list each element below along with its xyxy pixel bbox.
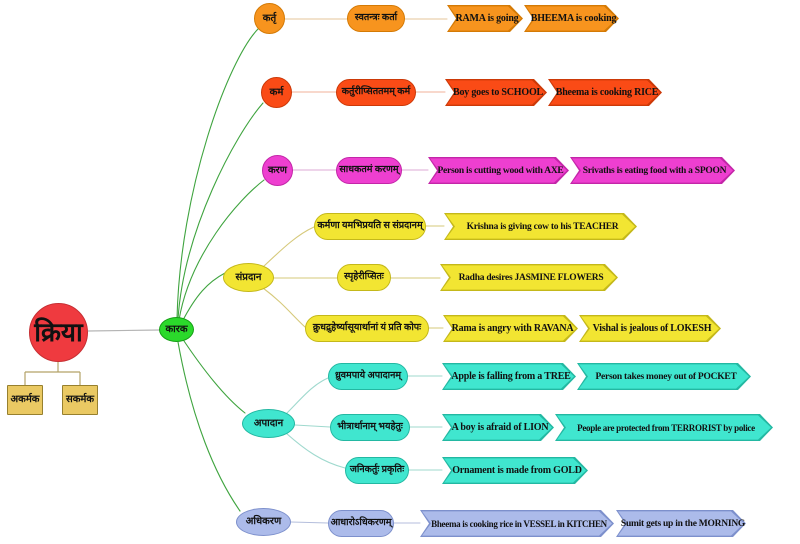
arrow-fill-shape — [526, 6, 617, 30]
branch-node-apadana[interactable]: अपादान — [242, 409, 295, 438]
sutra-label: स्पृहेरीप्सितः — [344, 271, 384, 282]
branch-node-sampradana[interactable]: संप्रदान — [223, 263, 274, 292]
example-label: Person takes money out of POCKET — [595, 371, 737, 382]
example-node[interactable]: Ornament is made from GOLD — [442, 457, 588, 484]
arrow-fill-shape — [618, 511, 744, 535]
sutra-node[interactable]: साधकतमं करणम् — [336, 157, 402, 184]
sutra-label: जनिकर्तुः प्रकृतिः — [349, 464, 405, 475]
example-node[interactable]: Krishna is giving cow to his TEACHER — [444, 213, 637, 240]
verb-type-label: सकर्मक — [65, 394, 95, 405]
example-label: Bheema is cooking RICE — [555, 87, 659, 98]
arrow-fill-shape — [444, 415, 552, 439]
hub-label: कारक — [165, 323, 188, 335]
example-label: Rama is angry with RAVANA — [451, 323, 574, 334]
example-label: BHEEMA is cooking — [530, 13, 617, 24]
example-label: Vishal is jealous of LOKESH — [592, 323, 712, 334]
example-node[interactable]: Bheema is cooking rice in VESSEL in KITC… — [420, 510, 614, 537]
example-node[interactable]: Sumit gets up in the MORNING — [616, 510, 746, 537]
arrow-fill-shape — [444, 364, 574, 388]
branch-label: संप्रदान — [235, 271, 262, 283]
example-node[interactable]: Person takes money out of POCKET — [577, 363, 751, 390]
branch-label: अपादान — [253, 417, 284, 429]
sutra-node[interactable]: जनिकर्तुः प्रकृतिः — [345, 457, 409, 484]
example-node[interactable]: Vishal is jealous of LOKESH — [579, 315, 721, 342]
verb-type-node-akarmaka[interactable]: अकर्मक — [7, 385, 43, 415]
arrow-fill-shape — [447, 80, 545, 104]
sutra-label: ध्रुवमपाये अपादानम् — [334, 370, 402, 381]
sutra-node[interactable]: कर्मणा यमभिप्रयति स संप्रदानम् — [314, 213, 426, 240]
arrow-fill-shape — [581, 316, 719, 340]
example-label: Ornament is made from GOLD — [452, 465, 582, 476]
branch-label: करण — [268, 164, 287, 176]
example-node[interactable]: Person is cutting wood with AXE — [428, 157, 569, 184]
example-label: Bheema is cooking rice in VESSEL in KITC… — [431, 518, 607, 529]
example-label: Radha desires JASMINE FLOWERS — [458, 272, 604, 283]
arrow-fill-shape — [449, 6, 521, 30]
sutra-label: क्रुधद्रुहेर्ष्यासूयार्थानां यं प्रति को… — [312, 322, 422, 333]
sutra-label: साधकतमं करणम् — [339, 164, 399, 175]
sutra-node[interactable]: आधारोऽधिकरणम् — [328, 510, 394, 537]
example-node[interactable]: Bheema is cooking RICE — [548, 79, 662, 106]
sutra-label: आधारोऽधिकरणम् — [330, 517, 392, 528]
example-label: Sumit gets up in the MORNING — [620, 518, 746, 529]
example-label: Srivaths is eating food with a SPOON — [582, 165, 727, 176]
arrow-fill-shape — [572, 158, 733, 182]
branch-node-karana[interactable]: करण — [262, 155, 293, 186]
example-label: RAMA is going — [455, 13, 519, 24]
sutra-label: कर्मणा यमभिप्रयति स संप्रदानम् — [317, 220, 423, 231]
example-node[interactable]: A boy is afraid of LION — [442, 414, 554, 441]
branch-node-karma[interactable]: कर्म — [261, 77, 292, 108]
sutra-node[interactable]: स्पृहेरीप्सितः — [337, 264, 391, 291]
example-label: People are protected from TERRORIST by p… — [577, 422, 755, 433]
arrow-fill-shape — [442, 265, 616, 289]
sutra-node[interactable]: स्वतन्त्रः कर्ता — [347, 5, 405, 32]
sutra-node[interactable]: क्रुधद्रुहेर्ष्यासूयार्थानां यं प्रति को… — [305, 315, 429, 342]
example-label: Person is cutting wood with AXE — [437, 165, 564, 176]
sutra-label: कर्तुरीप्सिततमम् कर्म — [341, 86, 411, 97]
example-label: Krishna is giving cow to his TEACHER — [466, 221, 619, 232]
arrow-fill-shape — [557, 415, 771, 439]
sutra-label: स्वतन्त्रः कर्ता — [354, 12, 398, 23]
sutra-label: भीत्रार्थानाम् भयहेतुः — [337, 421, 403, 432]
arrow-fill-shape — [446, 214, 635, 238]
example-node[interactable]: Boy goes to SCHOOL — [445, 79, 547, 106]
sutra-node[interactable]: ध्रुवमपाये अपादानम् — [328, 363, 408, 390]
example-label: Apple is falling from a TREE — [451, 371, 571, 382]
hub-node-karaka[interactable]: कारक — [159, 317, 194, 342]
arrow-fill-shape — [422, 511, 612, 535]
example-node[interactable]: BHEEMA is cooking — [524, 5, 619, 32]
branch-node-adhikarana[interactable]: अधिकरण — [236, 508, 291, 536]
example-node[interactable]: RAMA is going — [447, 5, 523, 32]
sutra-node[interactable]: कर्तुरीप्सिततमम् कर्म — [336, 79, 416, 106]
verb-type-node-sakarmaka[interactable]: सकर्मक — [62, 385, 98, 415]
root-node-kriya[interactable]: क्रिया — [29, 303, 88, 362]
root-label: क्रिया — [34, 317, 83, 347]
example-node[interactable]: Radha desires JASMINE FLOWERS — [440, 264, 618, 291]
arrow-fill-shape — [550, 80, 660, 104]
branch-label: कर्म — [269, 86, 284, 98]
branch-label: कर्तृ — [262, 12, 277, 24]
verb-type-label: अकर्मक — [10, 394, 40, 405]
arrow-fill-shape — [445, 316, 576, 340]
example-label: Boy goes to SCHOOL — [452, 87, 544, 98]
branch-node-kartru[interactable]: कर्तृ — [254, 3, 285, 34]
arrow-fill-shape — [444, 458, 586, 482]
arrow-fill-shape — [579, 364, 749, 388]
example-label: A boy is afraid of LION — [451, 422, 549, 433]
arrow-fill-shape — [430, 158, 567, 182]
example-node[interactable]: Srivaths is eating food with a SPOON — [570, 157, 735, 184]
sutra-node[interactable]: भीत्रार्थानाम् भयहेतुः — [330, 414, 410, 441]
example-node[interactable]: Rama is angry with RAVANA — [443, 315, 578, 342]
example-node[interactable]: Apple is falling from a TREE — [442, 363, 576, 390]
example-node[interactable]: People are protected from TERRORIST by p… — [555, 414, 773, 441]
branch-label: अधिकरण — [245, 516, 282, 527]
